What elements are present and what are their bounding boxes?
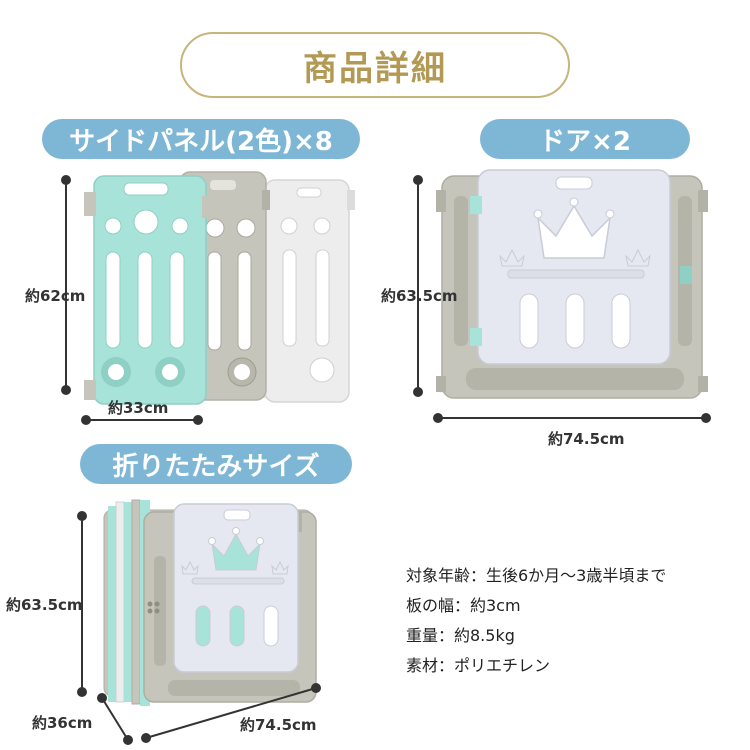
- fold-depth-label: 約36cm: [32, 714, 93, 732]
- side-panel-mint: [84, 175, 212, 405]
- door-width-label: 約74.5cm: [548, 430, 625, 448]
- side-panel-badge: サイドパネル(2色)×8: [42, 119, 360, 159]
- side-panel-white: [258, 179, 355, 403]
- spec-material: 素材：ポリエチレン: [406, 656, 551, 675]
- side-panel-dimension-lines: [61, 175, 203, 425]
- spec-target-age: 対象年齢：生後6か月～3歳半頃まで: [406, 566, 667, 585]
- door-illustration: [413, 169, 711, 423]
- fold-width-label: 約74.5cm: [240, 716, 317, 734]
- spec-board-width: 板の幅：約3cm: [406, 596, 521, 615]
- side-panels-illustration: [61, 171, 355, 425]
- side-height-label: 約62cm: [25, 287, 86, 305]
- page-title: 商品詳細: [180, 32, 570, 98]
- spec-weight: 重量：約8.5kg: [406, 626, 515, 645]
- door-badge: ドア×2: [480, 119, 690, 159]
- folded-size-badge: 折りたたみサイズ: [80, 444, 352, 484]
- folded-dimension-lines: [77, 511, 321, 745]
- fold-height-label: 約63.5cm: [6, 596, 83, 614]
- door-dimension-lines: [413, 175, 711, 423]
- side-width-label: 約33cm: [108, 399, 169, 417]
- door-height-label: 約63.5cm: [381, 287, 458, 305]
- spec-list: 対象年齢：生後6か月～3歳半頃まで 板の幅：約3cm 重量：約8.5kg 素材：…: [406, 562, 666, 682]
- folded-illustration: [77, 499, 321, 745]
